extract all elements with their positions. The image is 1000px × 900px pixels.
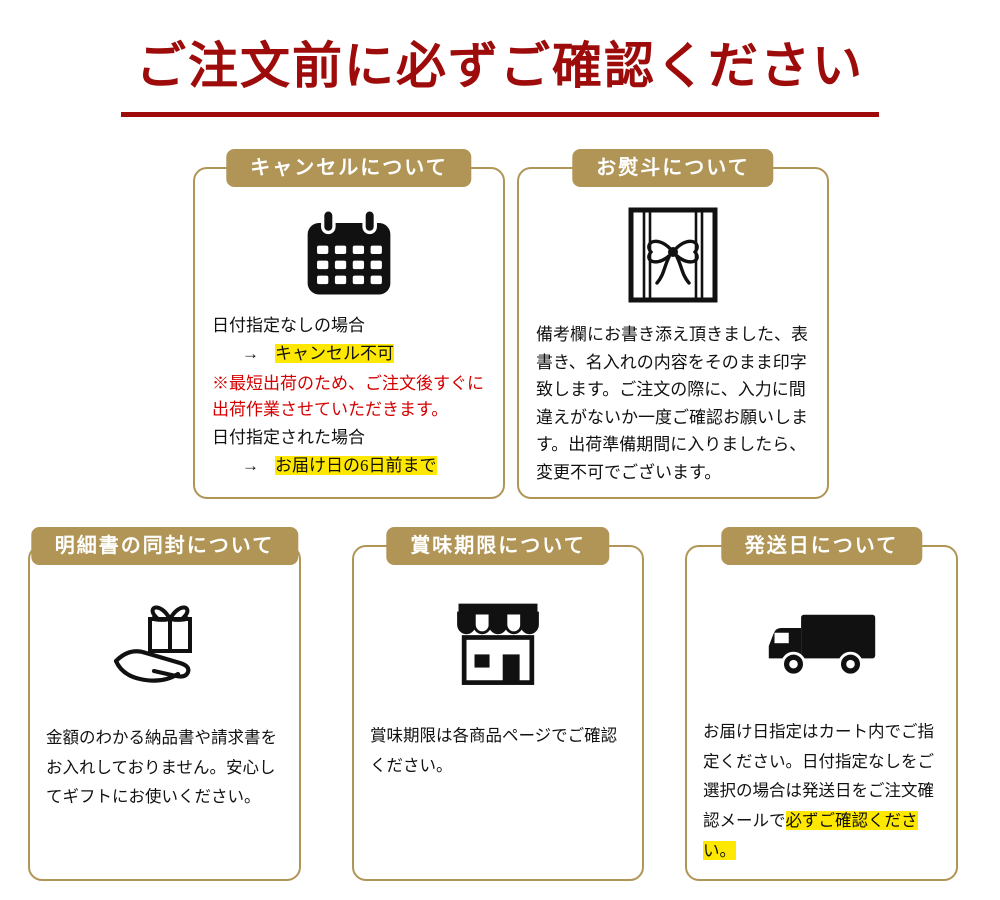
gift-hand-icon — [30, 593, 299, 697]
cancel-policy-box: キャンセルについて 日付指定なしの場合 → キャンセル不可 ※最短出荷のため、ご注… — [193, 149, 505, 499]
cancel-case1-result: キャンセル不可 — [275, 343, 394, 363]
cancel-case2-result-line: → お届け日の6日前まで — [212, 453, 486, 479]
shipping-policy-box: 発送日について お届け日指定はカート内でご指定ください。日付指定なしをご選択の場… — [685, 527, 958, 881]
noshi-badge: お熨斗について — [572, 149, 774, 187]
calendar-icon — [195, 207, 503, 303]
invoice-body: 金額のわかる納品書や請求書をお入れしておりません。安心してギフトにお使いください… — [46, 728, 277, 807]
page-title: ご注文前に必ずご確認ください — [136, 38, 864, 94]
cancel-badge: キャンセルについて — [226, 149, 472, 187]
noshi-policy-box: お熨斗について 備考欄にお書き添え頂きました、表書き、名入れの内容をそのまま印字… — [517, 149, 829, 499]
invoice-badge: 明細書の同封について — [30, 527, 299, 565]
cancel-body: 日付指定なしの場合 → キャンセル不可 ※最短出荷のため、ご注文後すぐに出荷作業さ… — [195, 303, 503, 478]
arrow-glyph: → — [242, 343, 259, 363]
cancel-case2-result: お届け日の6日前まで — [275, 455, 437, 475]
cancel-case2: 日付指定された場合 — [212, 428, 365, 447]
expiry-badge: 賞味期限について — [386, 527, 610, 565]
shipping-body: お届け日指定はカート内でご指定ください。日付指定なしをご選択の場合は発送日をご注… — [687, 691, 956, 865]
truck-icon — [687, 603, 956, 691]
noshi-body: 備考欄にお書き添え頂きました、表書き、名入れの内容をそのまま印字致します。ご注文… — [536, 325, 808, 482]
invoice-policy-box: 明細書の同封について 金額のわかる納品書や請求書をお入れしておりません。安心して… — [28, 527, 301, 881]
cancel-case1-result-line: → キャンセル不可 — [212, 341, 486, 367]
expiry-body: 賞味期限は各商品ページでご確認ください。 — [370, 726, 618, 775]
noshi-gift-icon — [519, 203, 827, 307]
expiry-policy-box: 賞味期限について 賞味期限は各商品ページでご確認ください。 — [352, 527, 644, 881]
title-underline — [121, 112, 879, 117]
cancel-case1: 日付指定なしの場合 — [212, 316, 365, 335]
storefront-icon — [354, 595, 642, 695]
shipping-badge: 発送日について — [720, 527, 923, 565]
arrow-glyph: → — [242, 455, 259, 475]
cancel-warning-note: ※最短出荷のため、ご注文後すぐに出荷作業させていただきます。 — [212, 374, 484, 419]
shipping-body-normal: お届け日指定はカート内でご指定ください。日付指定なしをご選択の場合は発送日をご注… — [703, 722, 934, 831]
